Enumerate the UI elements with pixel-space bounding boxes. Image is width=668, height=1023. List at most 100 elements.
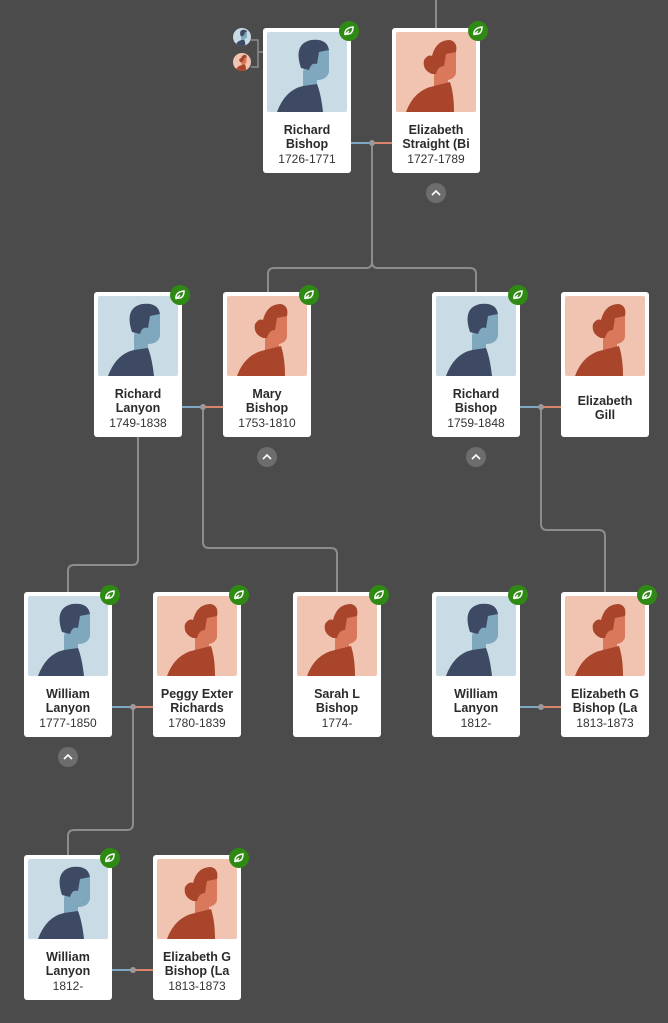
person-lifespan: 1753-1810	[238, 416, 296, 430]
child-line	[540, 407, 606, 592]
person-last-name: Bishop	[285, 136, 329, 151]
expand-parents-button[interactable]	[257, 447, 277, 467]
female-silhouette-avatar	[157, 859, 237, 939]
person-last-name: Bishop (La	[164, 963, 230, 978]
male-silhouette-avatar	[436, 596, 516, 676]
male-silhouette-avatar	[436, 296, 516, 376]
person-lifespan: 1812-	[460, 716, 492, 730]
expand-parents-button[interactable]	[466, 447, 486, 467]
person-first-name: William	[46, 688, 90, 701]
person-last-name: Lanyon	[453, 700, 499, 715]
female-silhouette-avatar	[565, 596, 645, 676]
person-first-name: Richard	[452, 388, 500, 401]
person-last-name: Richards	[170, 700, 224, 715]
person-lifespan: 1759-1848	[447, 416, 505, 430]
person-last-name: Lanyon	[45, 963, 91, 978]
person-first-name: Elizabeth	[577, 395, 633, 408]
person-lifespan: 1780-1839	[168, 716, 226, 730]
hint-leaf-icon[interactable]	[299, 285, 319, 305]
person-first-name: Richard	[114, 388, 162, 401]
hint-leaf-icon[interactable]	[100, 848, 120, 868]
male-silhouette-avatar	[28, 596, 108, 676]
couple-junction-dot	[200, 404, 206, 410]
hint-leaf-icon[interactable]	[508, 285, 528, 305]
hint-leaf-icon[interactable]	[100, 585, 120, 605]
hint-leaf-icon[interactable]	[468, 21, 488, 41]
chevron-up-icon	[63, 754, 73, 760]
person-last-name: Bishop	[245, 400, 289, 415]
female-silhouette-avatar	[227, 296, 307, 376]
couple-junction-dot	[369, 140, 375, 146]
person-lifespan: 1813-1873	[168, 979, 226, 993]
couple-junction-dot	[538, 404, 544, 410]
female-silhouette-avatar	[297, 596, 377, 676]
couple-junction-dot	[130, 704, 136, 710]
mother-mini-avatar[interactable]	[233, 53, 251, 71]
child-line	[202, 407, 338, 592]
person-lifespan: 1777-1850	[39, 716, 97, 730]
expand-parents-button[interactable]	[58, 747, 78, 767]
hint-leaf-icon[interactable]	[339, 21, 359, 41]
person-first-name: Elizabeth G	[162, 951, 232, 964]
person-last-name: Bishop	[454, 400, 498, 415]
person-last-name: Gill	[594, 407, 616, 422]
hint-leaf-icon[interactable]	[637, 585, 657, 605]
person-lifespan: 1812-	[52, 979, 84, 993]
male-silhouette-avatar	[98, 296, 178, 376]
person-lifespan: 1813-1873	[576, 716, 634, 730]
expand-parents-button[interactable]	[426, 183, 446, 203]
person-lifespan: 1726-1771	[278, 152, 336, 166]
person-first-name: Mary	[252, 388, 282, 401]
person-last-name: Lanyon	[45, 700, 91, 715]
father-mini-avatar[interactable]	[233, 28, 251, 46]
male-silhouette-avatar	[267, 32, 347, 112]
person-first-name: Peggy Exter	[160, 688, 234, 701]
hint-leaf-icon[interactable]	[369, 585, 389, 605]
couple-junction-dot	[538, 704, 544, 710]
male-silhouette-avatar	[28, 859, 108, 939]
person-lifespan: 1727-1789	[407, 152, 465, 166]
person-first-name: Richard	[283, 124, 331, 137]
hint-leaf-icon[interactable]	[508, 585, 528, 605]
person-first-name: Sarah L	[314, 688, 360, 701]
chevron-up-icon	[471, 454, 481, 460]
person-last-name: Bishop (La	[572, 700, 638, 715]
hint-leaf-icon[interactable]	[170, 285, 190, 305]
couple-junction-dot	[130, 967, 136, 973]
parents-bracket-line	[251, 39, 263, 68]
female-silhouette-avatar	[396, 32, 476, 112]
hint-leaf-icon[interactable]	[229, 585, 249, 605]
child-line	[67, 707, 134, 855]
person-last-name: Lanyon	[115, 400, 161, 415]
hint-leaf-icon[interactable]	[229, 848, 249, 868]
child-line	[267, 143, 477, 292]
person-first-name: Elizabeth G	[570, 688, 640, 701]
female-silhouette-avatar	[565, 296, 645, 376]
person-first-name: William	[454, 688, 498, 701]
person-first-name: William	[46, 951, 90, 964]
